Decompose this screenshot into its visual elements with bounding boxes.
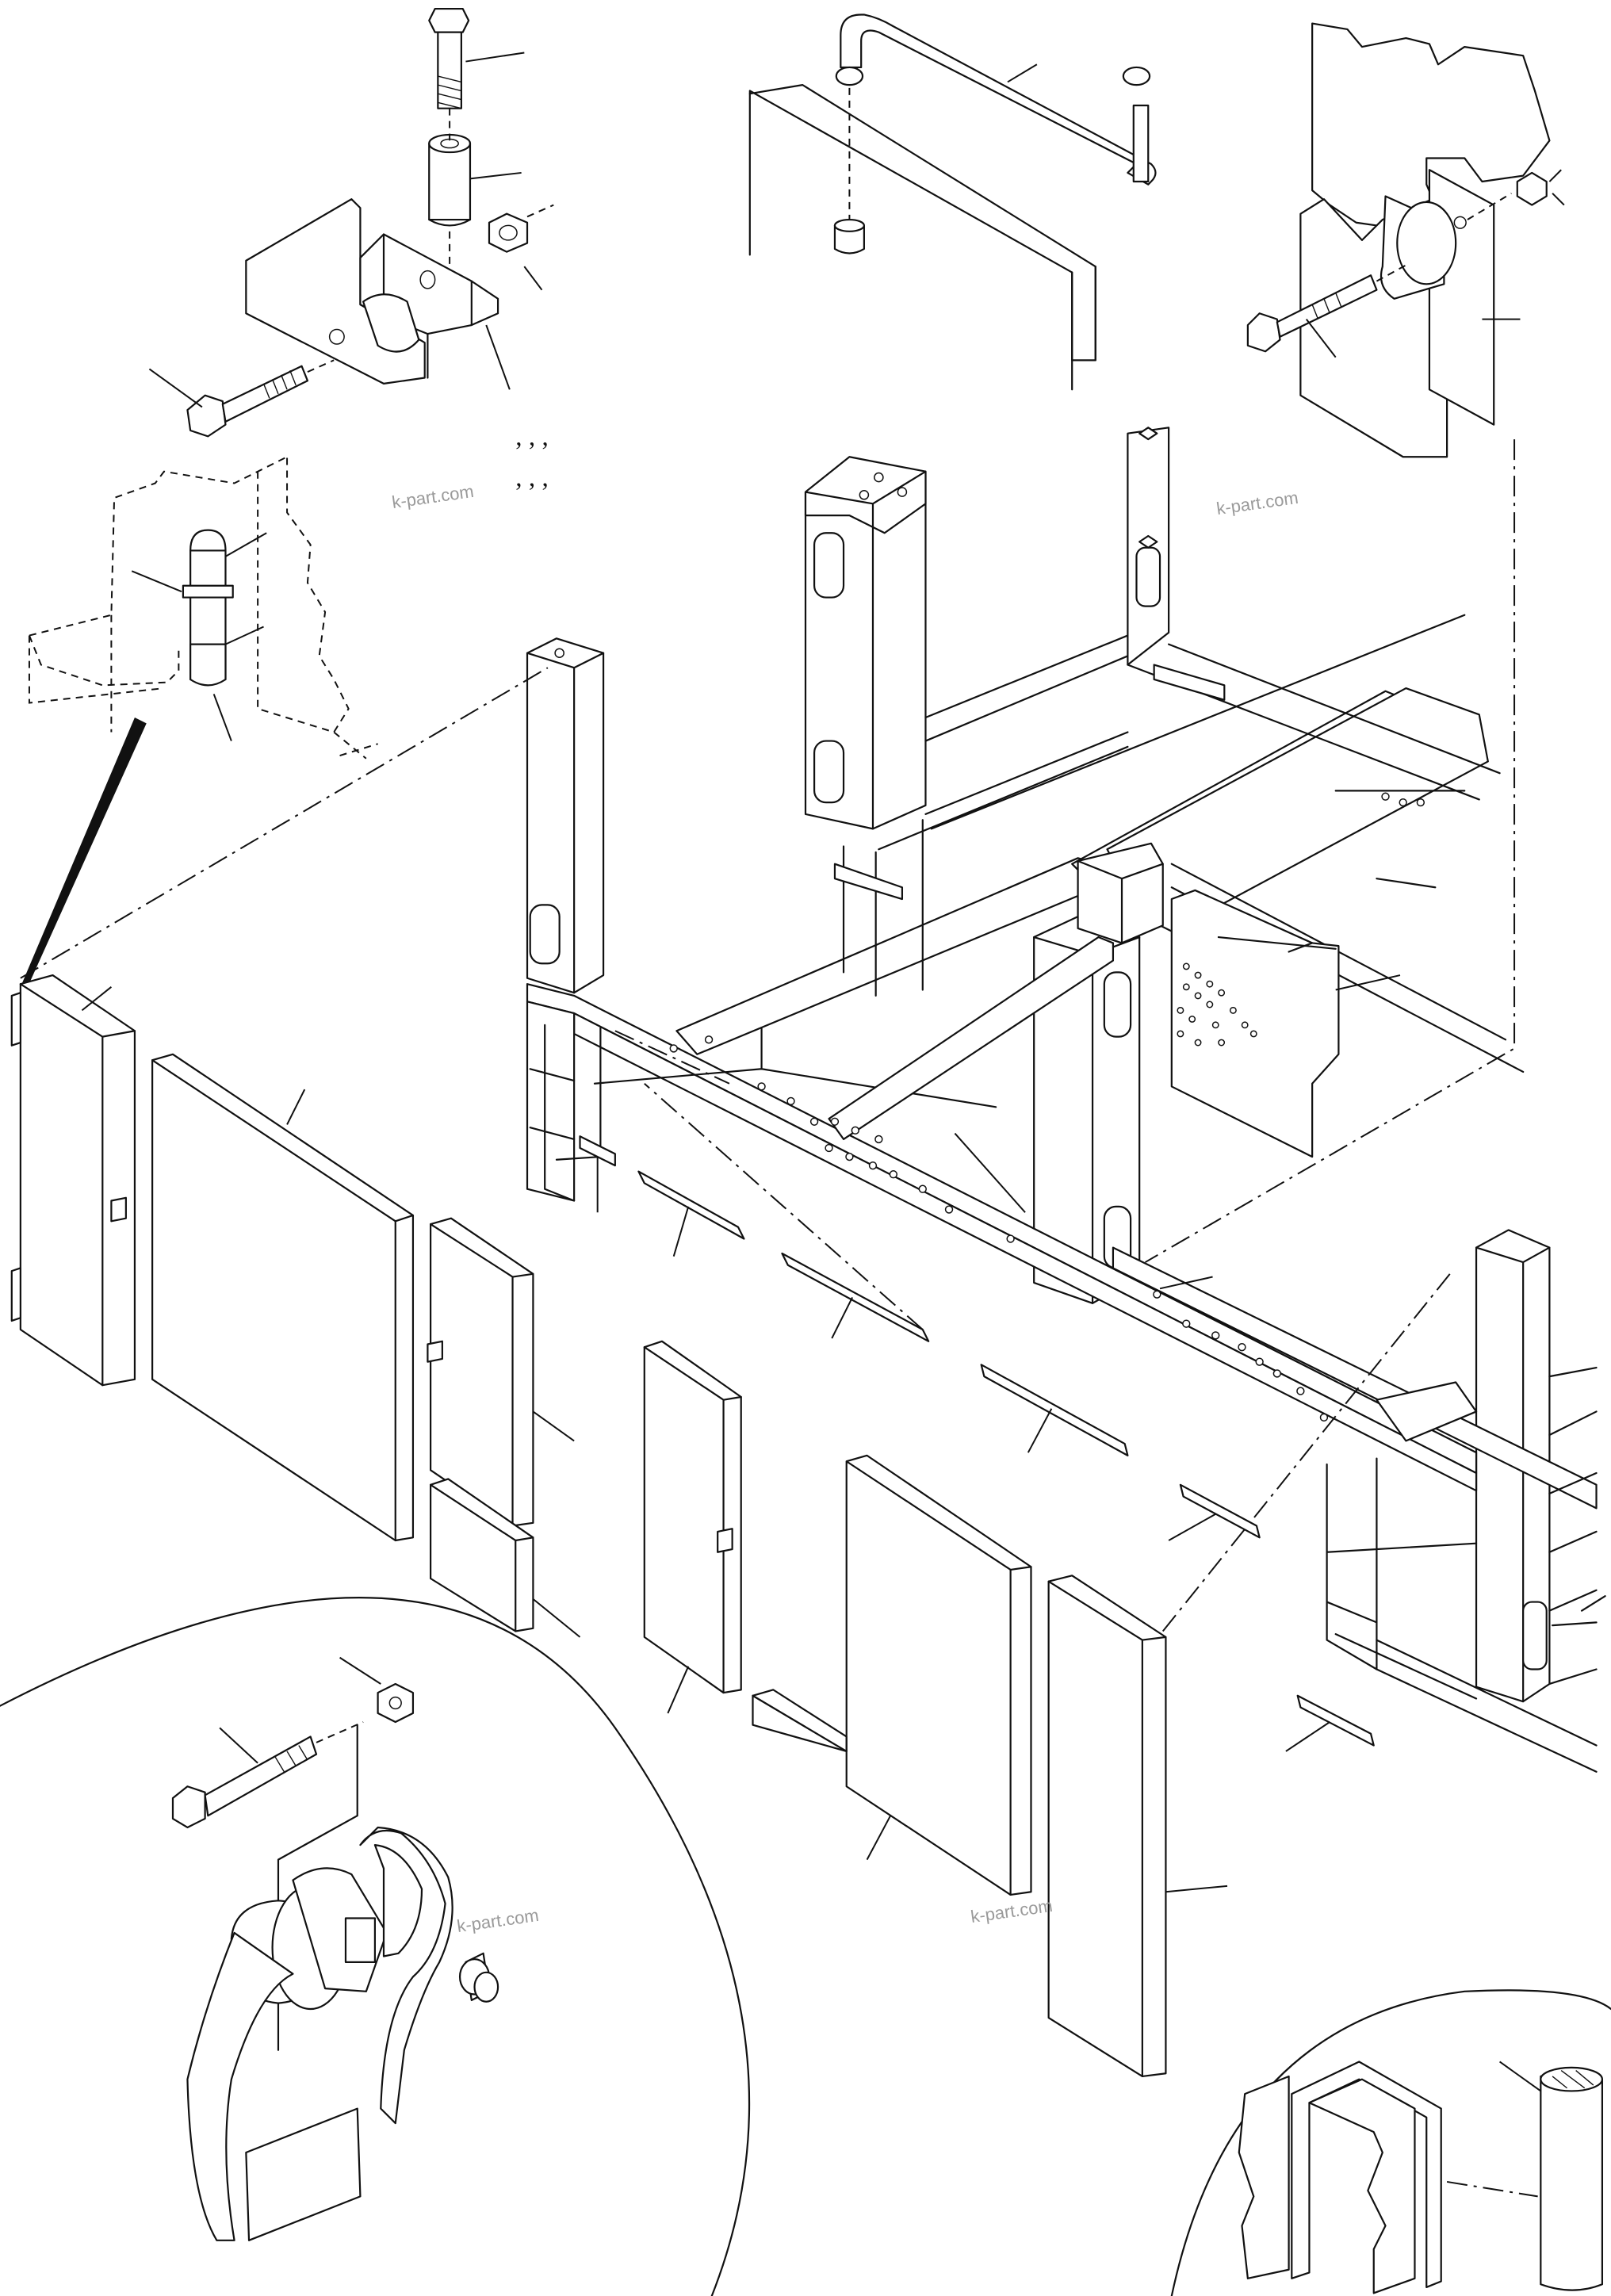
spacer-collar — [429, 135, 470, 226]
perforation-holes — [1177, 963, 1257, 1045]
hinge-pin — [183, 530, 233, 686]
hinge-nut — [489, 214, 527, 252]
center-door — [645, 1341, 741, 1713]
side-panel-large — [152, 1054, 413, 1540]
door-latch-detail — [0, 1598, 749, 2296]
rear-side-panel — [1049, 1575, 1227, 2076]
channel-seal-detail — [1172, 1990, 1611, 2296]
lower-access-plate — [430, 1479, 580, 1636]
hinge-bolt — [429, 9, 469, 109]
beam-holes — [670, 793, 1424, 1421]
svg-text:, , ,: , , , — [515, 463, 549, 492]
hinge-pin-detail — [20, 457, 378, 990]
mounting-strips — [580, 1136, 1374, 1751]
main-frame — [527, 427, 1605, 1771]
wall-mounted-hinge — [1248, 24, 1564, 457]
hinge-bracket — [246, 199, 498, 384]
alignment-line-lower — [1163, 1274, 1450, 1632]
alignment-line-right — [1146, 439, 1515, 1262]
side-door-left — [12, 975, 135, 1385]
hinge-long-bolt — [187, 366, 307, 437]
bent-lock-pin — [836, 14, 1156, 220]
stepped-panel — [752, 1456, 1031, 1895]
alignment-line-left — [21, 668, 548, 978]
svg-text:, , ,: , , , — [515, 422, 549, 451]
side-door-middle — [427, 1219, 574, 1526]
top-cover-panel — [750, 85, 1096, 389]
hinge-bracket-detail — [149, 9, 553, 436]
